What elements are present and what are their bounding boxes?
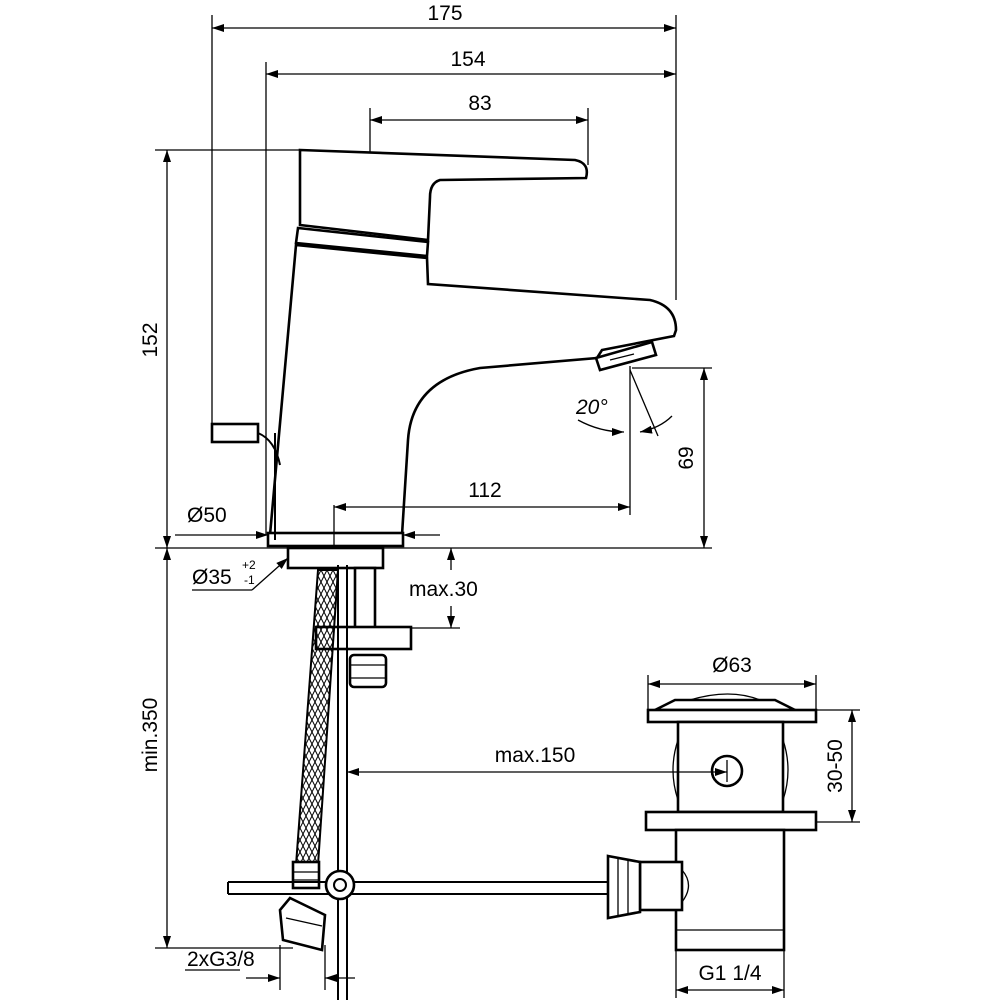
waste-valve xyxy=(606,693,818,952)
rod-clamp xyxy=(324,869,356,901)
popup-knob xyxy=(210,422,260,444)
dim-83: 83 xyxy=(468,92,491,115)
dim-154: 154 xyxy=(450,48,485,71)
dim-69: 69 xyxy=(675,446,698,469)
dim-175: 175 xyxy=(427,2,462,25)
waste-flange xyxy=(646,708,818,724)
dim-d35-tol-minus: -1 xyxy=(244,573,255,587)
dim-min350: min.350 xyxy=(139,698,162,773)
under-deck xyxy=(227,546,610,1000)
dim-max30: max.30 xyxy=(409,578,478,601)
faucet-body xyxy=(268,243,678,537)
dim-d63: Ø63 xyxy=(712,654,752,677)
dim-max150: max.150 xyxy=(495,744,576,767)
dim-d35: Ø35 xyxy=(192,566,232,589)
dim-d50: Ø50 xyxy=(187,504,227,527)
dimensions: 175 154 83 152 69 112 20° Ø50 xyxy=(139,2,860,998)
dim-d35-tol-plus: +2 xyxy=(242,558,256,572)
faucet xyxy=(210,148,678,548)
dim-30-50: 30-50 xyxy=(824,739,847,793)
dim-112: 112 xyxy=(468,479,501,502)
dim-angle: 20° xyxy=(575,396,608,419)
braided-hose xyxy=(294,569,340,866)
dim-152: 152 xyxy=(139,322,162,357)
base-plate xyxy=(266,531,405,548)
lever-handle xyxy=(298,148,589,242)
dim-hose-thread: 2xG3/8 xyxy=(187,948,255,971)
handle-ring xyxy=(294,226,430,258)
dim-waste-thread: G1 1/4 xyxy=(698,962,761,985)
hose-fitting xyxy=(278,896,327,952)
